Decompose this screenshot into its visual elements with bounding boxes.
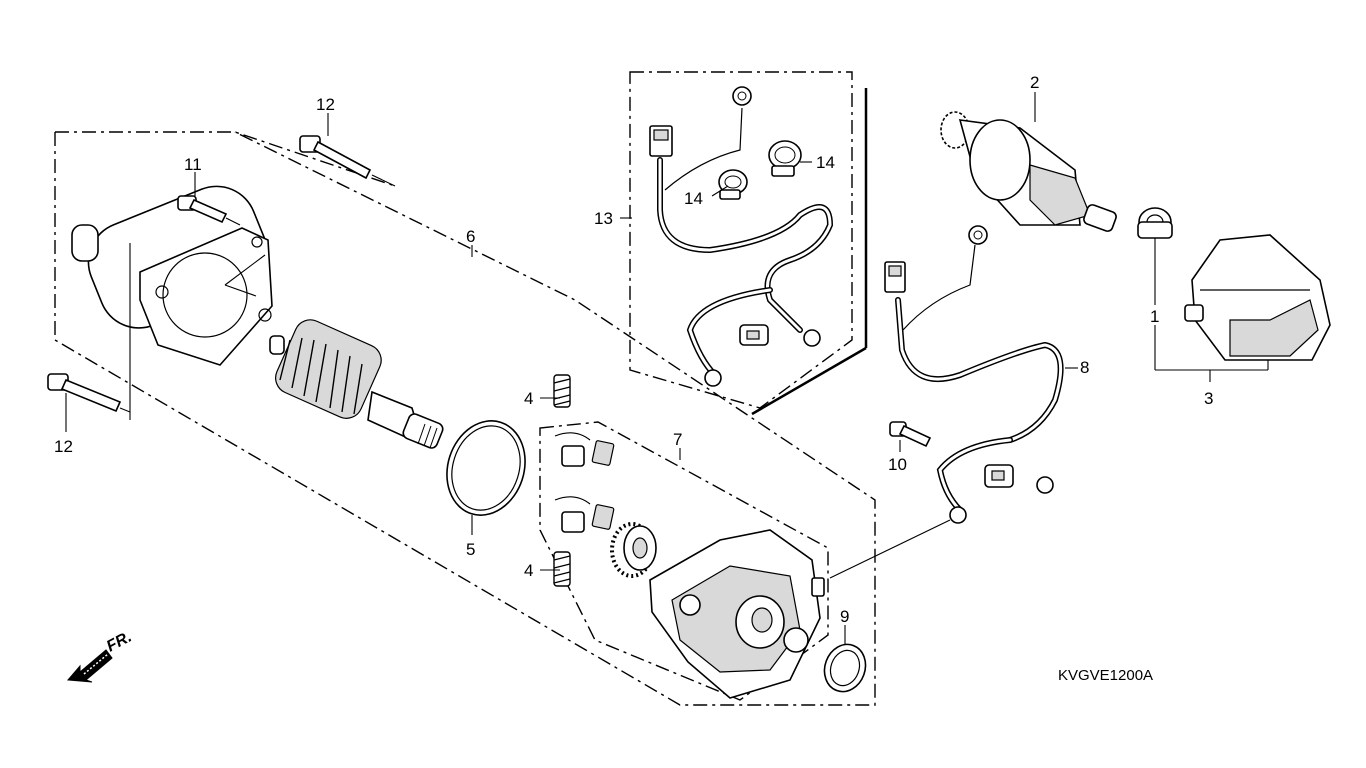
- callout-2: 2: [1030, 73, 1039, 92]
- wire-harness-8: [884, 225, 1064, 524]
- starter-clutch: [940, 111, 1117, 232]
- callout-7: 7: [673, 430, 682, 449]
- callout-12-top: 12: [316, 95, 335, 114]
- callout-12-bottom: 12: [54, 437, 73, 456]
- collar: [1137, 207, 1173, 239]
- gear-cover: [1184, 234, 1331, 361]
- clamp-upper: [768, 140, 802, 177]
- bolt-12-top: [299, 135, 396, 187]
- washer: [823, 643, 867, 693]
- front-direction-arrow: FR.: [66, 628, 135, 683]
- wire-harness-13: [649, 86, 834, 387]
- callout-4-lower: 4: [524, 561, 533, 580]
- bolt-11: [177, 195, 241, 226]
- bearing: [610, 522, 657, 578]
- leader-lines: [65, 92, 1269, 645]
- bolt-12-bottom: [47, 373, 131, 413]
- assembly-outline-harness-13: [629, 71, 853, 409]
- callout-13: 13: [594, 209, 613, 228]
- assembly-outline-starter-motor: [54, 131, 876, 706]
- callout-11: 11: [184, 155, 202, 174]
- spring-upper: [553, 374, 571, 408]
- callout-14-lower: 14: [684, 189, 703, 208]
- bolt-10: [889, 421, 932, 448]
- rear-cover: [649, 529, 825, 699]
- callout-8: 8: [1080, 358, 1089, 377]
- clamp-lower: [718, 169, 748, 200]
- harness-13-frame-bottom: [751, 346, 867, 416]
- callout-9: 9: [840, 607, 849, 626]
- callout-1: 1: [1150, 307, 1159, 326]
- armature: [269, 319, 444, 449]
- callout-14-upper: 14: [816, 153, 835, 172]
- starter-motor-housing: [71, 185, 273, 420]
- callout-10: 10: [888, 455, 907, 474]
- callout-4-upper: 4: [524, 389, 533, 408]
- callout-6: 6: [466, 227, 475, 246]
- callout-3: 3: [1204, 389, 1213, 408]
- front-direction-label: FR.: [104, 628, 135, 655]
- brush-set: [554, 432, 615, 533]
- spring-lower: [553, 551, 571, 587]
- diagram-code: KVGVE1200A: [1058, 667, 1153, 684]
- callout-5: 5: [466, 540, 475, 559]
- o-ring: [446, 420, 526, 516]
